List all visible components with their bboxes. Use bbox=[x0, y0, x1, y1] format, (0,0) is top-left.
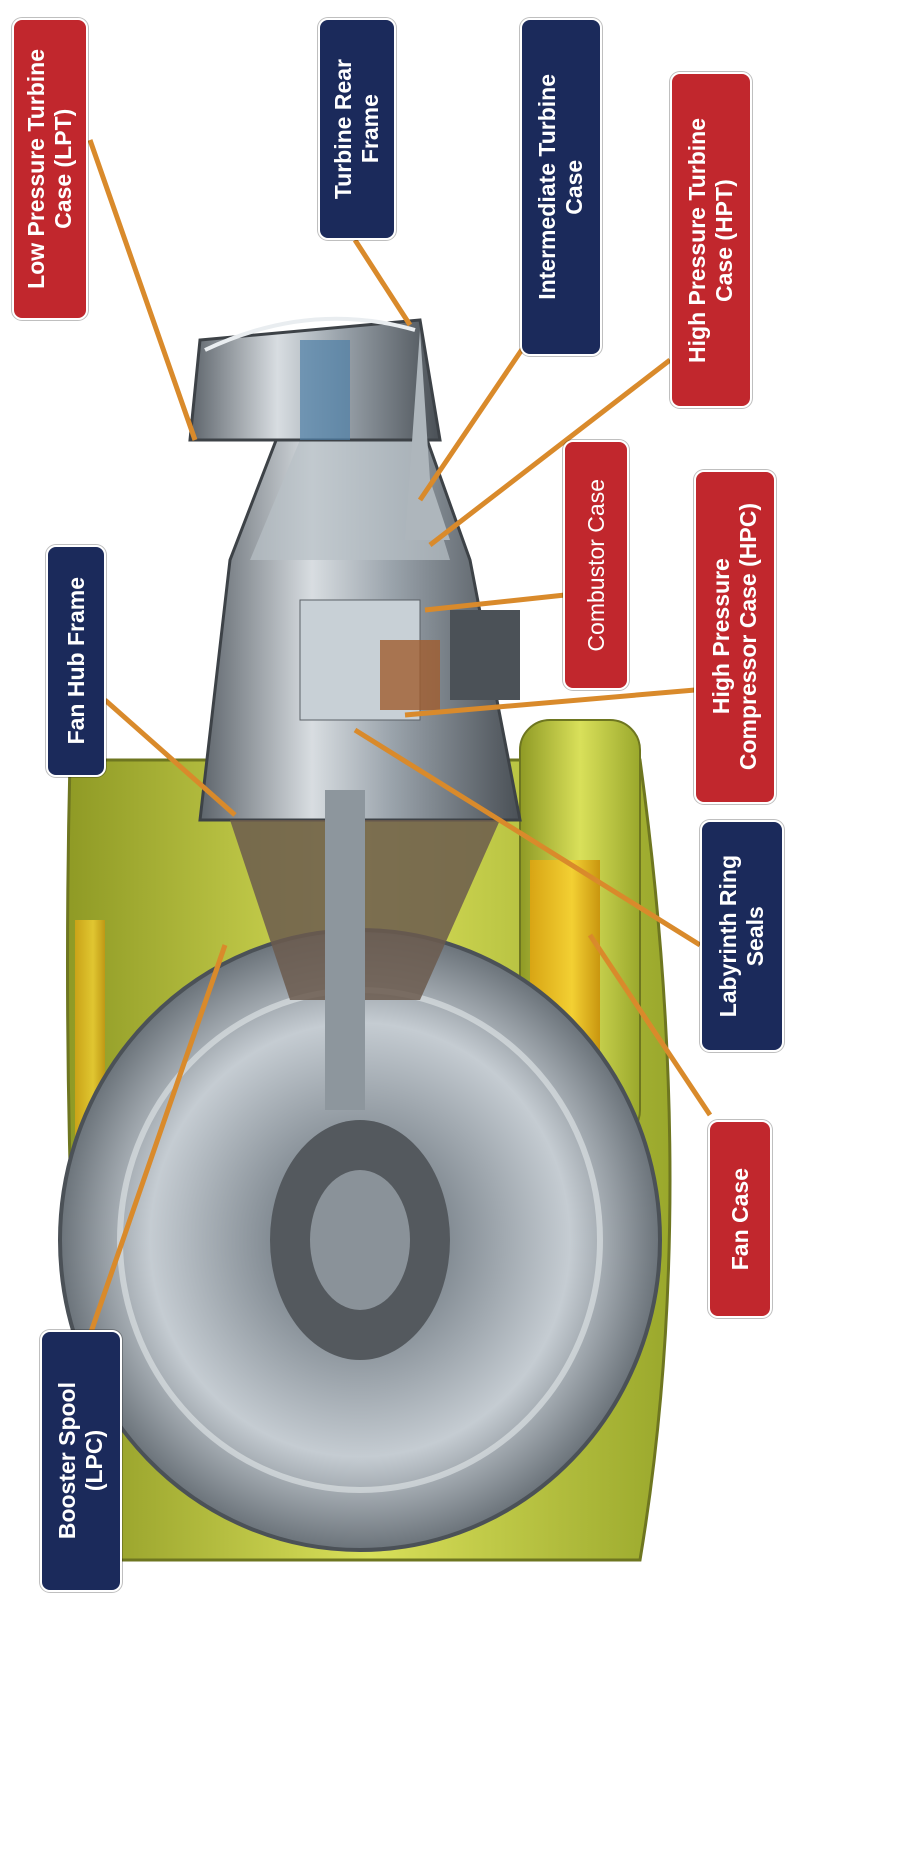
label-fan-hub-frame: Fan Hub Frame bbox=[46, 545, 106, 777]
label-fan-hub-frame-text: Fan Hub Frame bbox=[63, 577, 90, 744]
label-booster-spool: Booster Spool (LPC) bbox=[40, 1330, 122, 1592]
label-turbine-rear-frame-text: Turbine Rear Frame bbox=[330, 59, 384, 199]
label-hpt: High Pressure Turbine Case (HPT) bbox=[670, 72, 752, 408]
label-hpt-text: High Pressure Turbine Case (HPT) bbox=[684, 118, 738, 363]
label-hpc-text: High Pressure Compressor Case (HPC) bbox=[708, 503, 762, 770]
label-fan-case-text: Fan Case bbox=[727, 1168, 754, 1270]
label-booster-spool-text: Booster Spool (LPC) bbox=[54, 1382, 108, 1539]
label-turbine-rear-frame: Turbine Rear Frame bbox=[318, 18, 396, 240]
label-combustor-case: Combustor Case bbox=[563, 440, 629, 690]
leader-turbine-rear-frame bbox=[355, 240, 410, 325]
label-hpc: High Pressure Compressor Case (HPC) bbox=[694, 470, 776, 804]
label-fan-case: Fan Case bbox=[708, 1120, 772, 1318]
label-lpt-text: Low Pressure Turbine Case (LPT) bbox=[23, 49, 77, 289]
label-intermediate-turbine-case-text: Intermediate Turbine Case bbox=[534, 74, 588, 300]
label-lpt: Low Pressure Turbine Case (LPT) bbox=[12, 18, 88, 320]
label-combustor-case-text: Combustor Case bbox=[583, 479, 610, 652]
leader-hpt bbox=[430, 360, 670, 545]
label-labyrinth-ring-seals-text: Labyrinth Ring Seals bbox=[715, 855, 769, 1017]
label-intermediate-turbine-case: Intermediate Turbine Case bbox=[520, 18, 602, 356]
label-labyrinth-ring-seals: Labyrinth Ring Seals bbox=[700, 820, 784, 1052]
leader-lpt bbox=[90, 140, 195, 440]
